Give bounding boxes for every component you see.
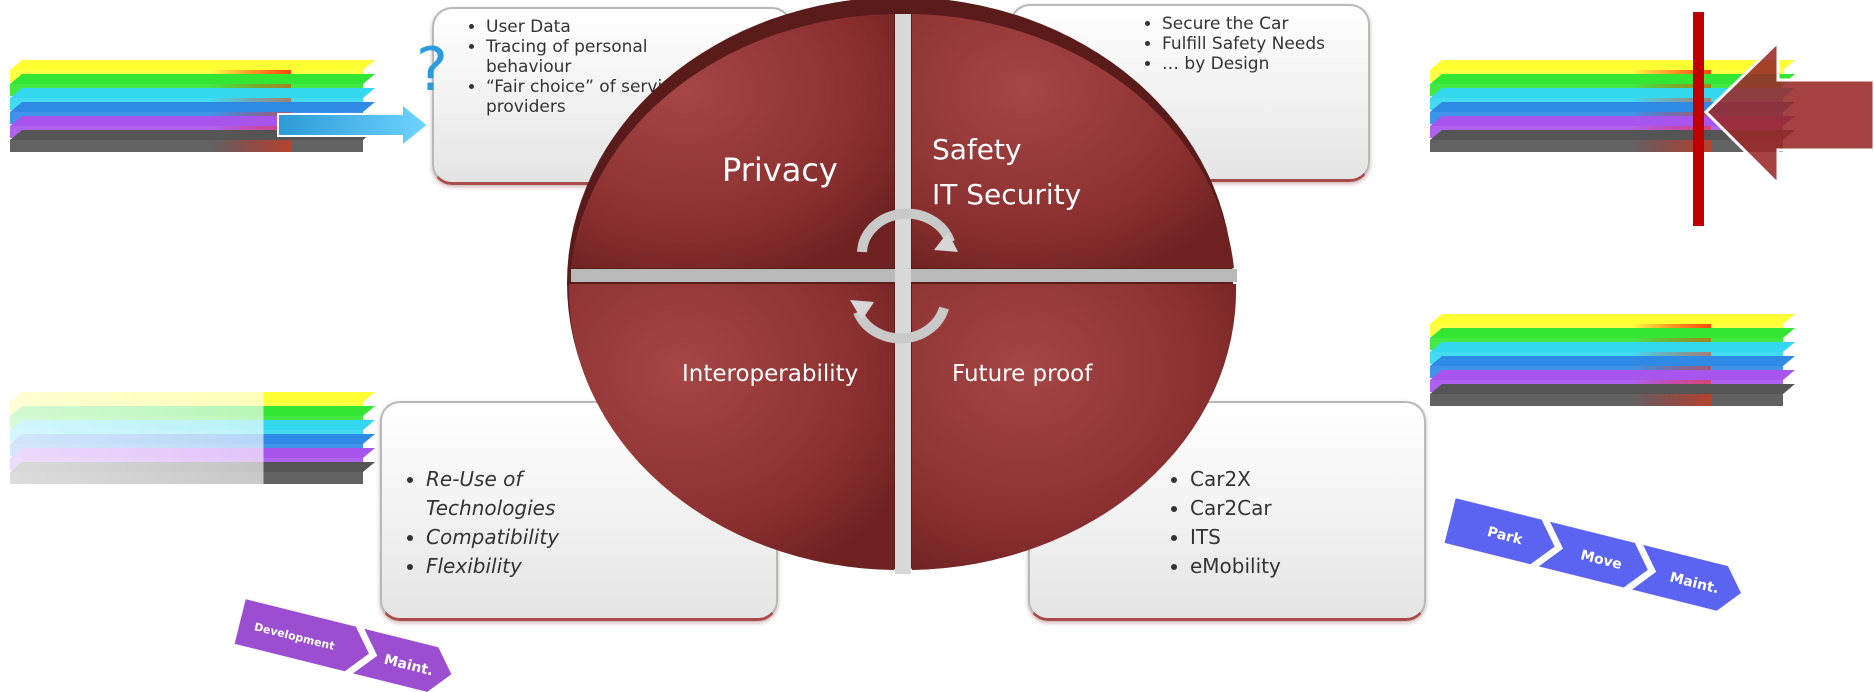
layer-stack-bottom-left bbox=[8, 390, 375, 500]
chevron-park bbox=[1442, 495, 1558, 567]
stack-layer bbox=[1430, 384, 1795, 394]
stack-layer bbox=[10, 60, 375, 70]
chevron-maint-left bbox=[348, 625, 454, 692]
quadrant-future-proof bbox=[912, 284, 1237, 570]
quadrant-privacy bbox=[571, 14, 894, 268]
stack-layer-front bbox=[10, 140, 363, 152]
stack-layer-highlight bbox=[210, 140, 292, 152]
stack-fade-overlay bbox=[8, 390, 264, 500]
quadrant-label-privacy: Privacy bbox=[722, 151, 838, 189]
stack-layer bbox=[10, 102, 375, 112]
chevron-development bbox=[232, 596, 372, 674]
stack-layer-highlight bbox=[1630, 140, 1712, 152]
chevron-maint bbox=[1627, 541, 1744, 613]
stop-line bbox=[1693, 12, 1704, 226]
question-mark: ? bbox=[416, 35, 448, 105]
chevron-move bbox=[1534, 518, 1651, 590]
arrow-right-icon bbox=[277, 101, 430, 149]
layer-stack-top-left bbox=[10, 60, 375, 152]
central-disc bbox=[567, 0, 1237, 574]
stack-layer bbox=[1430, 60, 1795, 70]
layer-stack-bottom-right bbox=[1430, 314, 1795, 406]
stack-layer bbox=[1430, 342, 1795, 352]
chevrons-bottom-left: Development Maint. bbox=[232, 596, 454, 692]
stack-layer bbox=[10, 88, 375, 98]
stack-layer bbox=[10, 74, 375, 84]
stack-layer bbox=[1430, 328, 1795, 338]
stack-layer-front bbox=[1430, 394, 1783, 406]
quadrant-label-safety: Safety bbox=[932, 133, 1022, 166]
stack-layer bbox=[1430, 370, 1795, 380]
quadrant-safety bbox=[912, 14, 1234, 268]
cycle-arrows-icon bbox=[850, 208, 958, 344]
stack-layer bbox=[1430, 356, 1795, 366]
chevrons-bottom-right: Park Move Maint. bbox=[1442, 495, 1744, 613]
stack-layer-front bbox=[1430, 140, 1783, 152]
stack-layer bbox=[1430, 314, 1795, 324]
stack-layer-highlight bbox=[1630, 394, 1712, 406]
quadrant-label-it-security: IT Security bbox=[932, 178, 1081, 211]
quadrant-label-interoperability: Interoperability bbox=[682, 361, 858, 387]
blocked-arrow-icon bbox=[1703, 38, 1874, 188]
quadrant-interoperability bbox=[568, 284, 894, 570]
quadrant-label-future-proof: Future proof bbox=[952, 361, 1093, 387]
